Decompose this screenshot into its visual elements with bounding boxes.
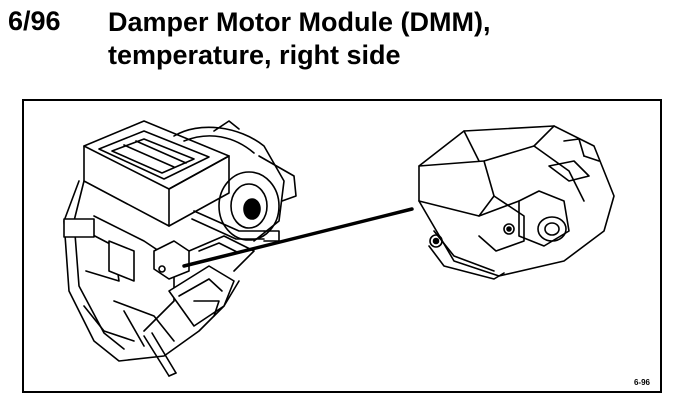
- hvac-housing: [63, 120, 297, 377]
- page-title: Damper Motor Module (DMM), temperature, …: [108, 6, 668, 72]
- damper-motor-module: [418, 125, 615, 280]
- figure-label: 6-96: [633, 378, 650, 387]
- page-title-line-1: Damper Motor Module (DMM),: [108, 7, 491, 37]
- pointer-line: [182, 207, 414, 268]
- section-number: 6/96: [8, 6, 61, 36]
- page-title-line-2: temperature, right side: [108, 40, 401, 70]
- illustration-drawing: [63, 120, 615, 377]
- illustration-frame: 6-96: [22, 99, 662, 393]
